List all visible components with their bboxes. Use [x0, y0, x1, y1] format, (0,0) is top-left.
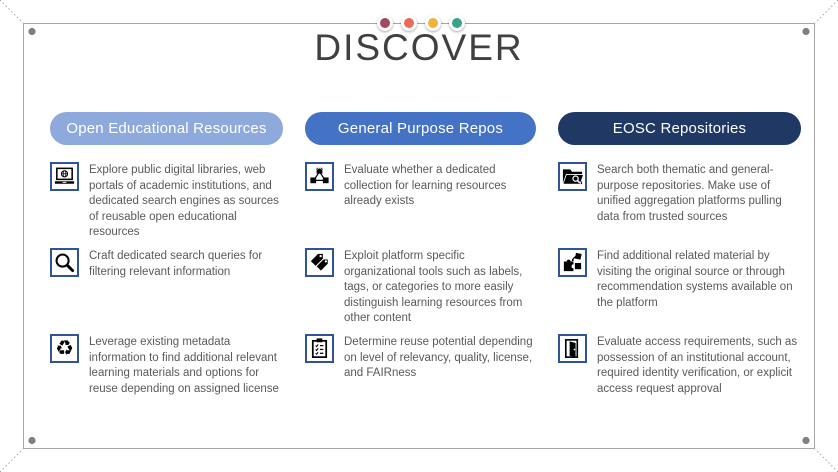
- page-title: DISCOVER: [314, 27, 524, 68]
- list-item: Exploit platform specific organizational…: [305, 248, 536, 327]
- collection-network-icon: [305, 162, 334, 191]
- list-item: ♻ Leverage existing metadata information…: [50, 334, 283, 397]
- accent-dot-badge: [449, 15, 465, 31]
- top-accent-dots: [377, 15, 465, 31]
- item-text: Leverage existing metadata information t…: [89, 336, 279, 395]
- folder-search-icon: [558, 162, 587, 191]
- accent-dot-4: [452, 18, 462, 28]
- item-text: Search both thematic and general-purpose…: [597, 164, 782, 223]
- list-item: Find additional related material by visi…: [558, 248, 801, 311]
- column-general-purpose-repos: General Purpose Repos Evaluate whether a…: [305, 112, 536, 452]
- list-item: Explore public digital libraries, web po…: [50, 162, 283, 241]
- item-text: Evaluate whether a dedicated collection …: [344, 164, 507, 207]
- column-header-open-educational-resources: Open Educational Resources: [50, 112, 283, 145]
- item-text: Craft dedicated search queries for filte…: [89, 250, 263, 278]
- recycle-icon: ♻: [50, 334, 79, 363]
- item-text: Determine reuse potential depending on l…: [344, 336, 533, 379]
- column-open-educational-resources: Open Educational Resources Explore publi…: [50, 112, 283, 452]
- laptop-globe-icon: [50, 162, 79, 191]
- item-text: Exploit platform specific organizational…: [344, 250, 523, 324]
- item-text: Find additional related material by visi…: [597, 250, 793, 309]
- accent-dot-badge: [401, 15, 417, 31]
- list-item: Search both thematic and general-purpose…: [558, 162, 801, 225]
- search-icon: [50, 248, 79, 277]
- list-item: Craft dedicated search queries for filte…: [50, 248, 283, 280]
- accent-dot-3: [428, 18, 438, 28]
- recommendation-icon: [558, 248, 587, 277]
- item-text: Explore public digital libraries, web po…: [89, 164, 279, 238]
- tags-icon: [305, 248, 334, 277]
- list-item: Determine reuse potential depending on l…: [305, 334, 536, 382]
- column-eosc-repositories: EOSC Repositories Search both thematic a…: [558, 112, 801, 452]
- list-item: Evaluate access requirements, such as po…: [558, 334, 801, 397]
- checklist-icon: [305, 334, 334, 363]
- column-header-general-purpose-repos: General Purpose Repos: [305, 112, 536, 145]
- column-header-eosc-repositories: EOSC Repositories: [558, 112, 801, 145]
- list-item: Evaluate whether a dedicated collection …: [305, 162, 536, 210]
- accent-dot-badge: [377, 15, 393, 31]
- accent-dot-2: [404, 18, 414, 28]
- item-text: Evaluate access requirements, such as po…: [597, 336, 798, 395]
- accent-dot-1: [380, 18, 390, 28]
- accent-dot-badge: [425, 15, 441, 31]
- door-icon: [558, 334, 587, 363]
